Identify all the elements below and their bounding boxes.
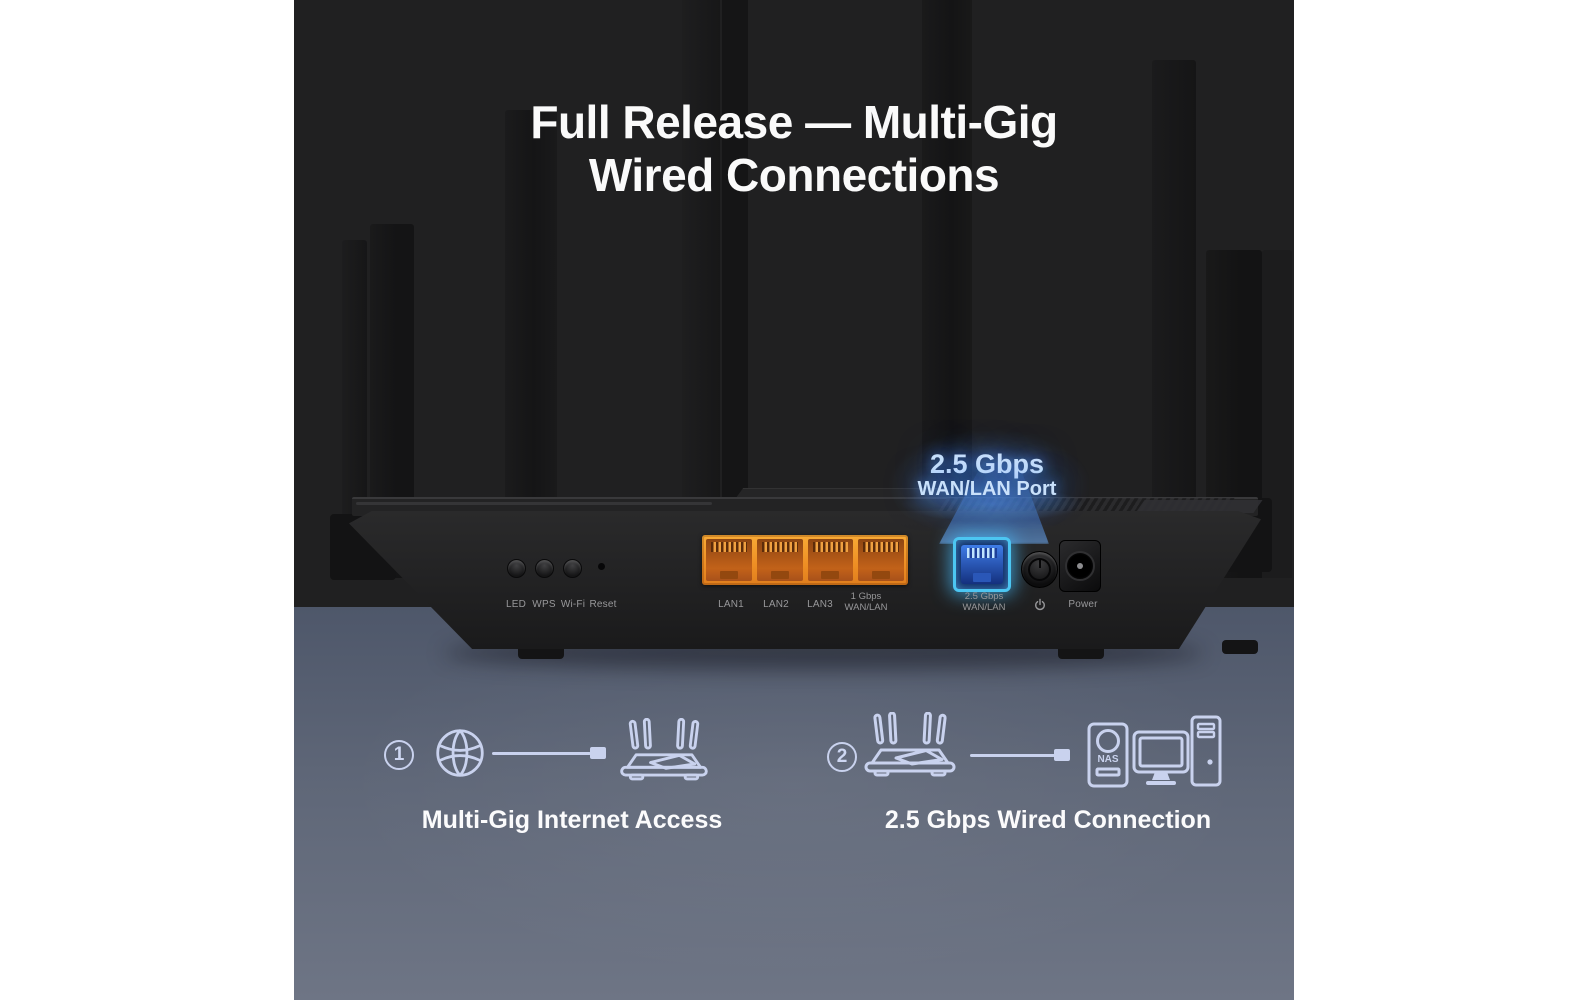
wan-1g-label-line2: WAN/LAN bbox=[844, 601, 888, 613]
diagram2-number: 2 bbox=[836, 746, 848, 767]
deck-highlight bbox=[356, 502, 712, 505]
wan-2-5g-port bbox=[953, 537, 1011, 592]
callout-line-2: WAN/LAN Port bbox=[917, 478, 1057, 500]
wifi-button bbox=[563, 559, 582, 578]
slate-background-sheen bbox=[294, 607, 1294, 1000]
diagram1-number-badge: 1 bbox=[384, 740, 414, 770]
wan-2-5g-label: 2.5 Gbps WAN/LAN bbox=[962, 591, 1006, 613]
antenna bbox=[922, 0, 972, 522]
reset-pinhole bbox=[598, 563, 605, 570]
content-area: Full Release — Multi-Gig Wired Connectio… bbox=[294, 0, 1294, 1000]
antenna bbox=[682, 0, 720, 518]
router-icon bbox=[858, 712, 962, 780]
antenna bbox=[1152, 60, 1196, 562]
lan3-port bbox=[807, 539, 854, 581]
wps-button bbox=[535, 559, 554, 578]
wan-1g-port bbox=[858, 539, 904, 581]
port-glow bbox=[900, 486, 1084, 522]
diagram1-label: Multi-Gig Internet Access bbox=[421, 806, 723, 834]
dc-power-jack bbox=[1059, 540, 1101, 592]
connection-line bbox=[492, 752, 591, 755]
page-title: Full Release — Multi-Gig Wired Connectio… bbox=[294, 96, 1294, 202]
globe-icon bbox=[434, 727, 486, 779]
lan3-label: LAN3 bbox=[807, 599, 833, 610]
antenna bbox=[722, 0, 748, 518]
lan1-label: LAN1 bbox=[718, 599, 744, 610]
diagram2-number-badge: 2 bbox=[827, 742, 857, 772]
wan-2-5g-port-opening bbox=[961, 545, 1003, 584]
connection-line bbox=[970, 754, 1055, 757]
wan-2-5g-label-line2: WAN/LAN bbox=[962, 601, 1006, 613]
lan2-port bbox=[756, 539, 803, 581]
cable-plug-icon bbox=[1054, 749, 1070, 761]
reset-label: Reset bbox=[589, 599, 617, 610]
nas-icon: NAS bbox=[1087, 722, 1129, 788]
diagram1-number: 1 bbox=[393, 744, 405, 765]
nas-icon-text: NAS bbox=[1097, 754, 1118, 765]
power-standby-icon bbox=[1034, 598, 1047, 617]
title-line-1: Full Release — Multi-Gig bbox=[530, 96, 1058, 148]
power-button bbox=[1021, 551, 1058, 588]
wps-label: WPS bbox=[532, 599, 556, 610]
led-button bbox=[507, 559, 526, 578]
antenna bbox=[505, 110, 557, 562]
callout-halo bbox=[879, 425, 1099, 545]
slate-background bbox=[294, 607, 1294, 1000]
desktop-tower-icon bbox=[1190, 714, 1222, 788]
router-foot bbox=[1222, 640, 1258, 654]
callout-line-1: 2.5 Gbps bbox=[929, 449, 1045, 479]
diagram2-label: 2.5 Gbps Wired Connection bbox=[884, 806, 1212, 834]
title-line-2: Wired Connections bbox=[588, 149, 1000, 201]
led-label: LED bbox=[505, 599, 527, 610]
port-callout: 2.5 Gbps WAN/LAN Port bbox=[918, 450, 1057, 500]
wan-2-5g-label-line1: 2.5 Gbps bbox=[964, 591, 1004, 602]
router-icon bbox=[614, 718, 714, 784]
cable-plug-icon bbox=[590, 747, 606, 759]
wan-1g-label: 1 Gbps WAN/LAN bbox=[844, 591, 888, 613]
wifi-label: Wi-Fi bbox=[560, 599, 586, 610]
lan1-port bbox=[706, 539, 752, 581]
lan-port-block bbox=[702, 535, 908, 585]
monitor-icon bbox=[1132, 730, 1190, 788]
wan-1g-label-line1: 1 Gbps bbox=[850, 591, 882, 602]
power-label: Power bbox=[1068, 599, 1098, 610]
lan2-label: LAN2 bbox=[763, 599, 789, 610]
